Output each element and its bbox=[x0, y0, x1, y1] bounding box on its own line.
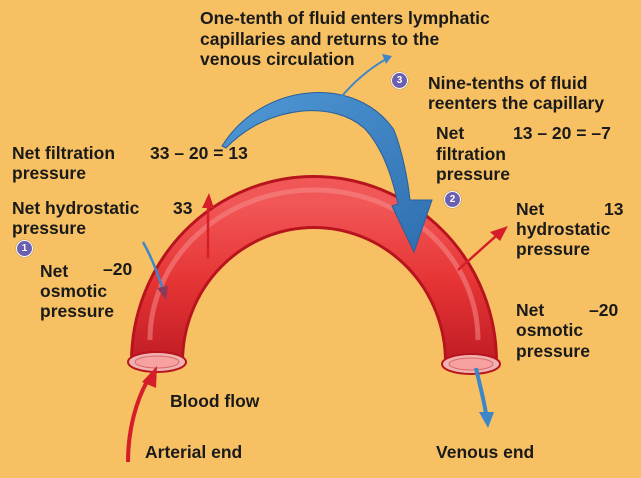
venous-hydrostatic-value: 13 bbox=[604, 199, 624, 219]
blood-flow-in-arrow bbox=[126, 376, 151, 463]
blood-flow-in-arrowhead bbox=[142, 366, 157, 388]
reabsorption-arrow-body bbox=[221, 92, 433, 254]
venous-hydrostatic-label-line2: hydrostatic bbox=[516, 219, 611, 239]
lymphatic-arrowhead bbox=[382, 54, 392, 64]
arterial-hydrostatic-label-line2: pressure bbox=[12, 218, 86, 238]
lymphatic-arrow bbox=[341, 57, 389, 97]
venous-nfp-label-line3: pressure bbox=[436, 164, 510, 184]
step-3-badge: 3 bbox=[391, 72, 408, 89]
venous-end-label: Venous end bbox=[436, 442, 535, 462]
arterial-nfp-label-line2: pressure bbox=[12, 163, 86, 183]
arterial-hydrostatic-value: 33 bbox=[173, 198, 193, 218]
arterial-osmotic-label-line2: osmotic bbox=[40, 281, 108, 301]
filtration-out-arrowhead bbox=[202, 193, 214, 208]
venous-end-lumen bbox=[448, 357, 494, 371]
lymph-text-line3: venous circulation bbox=[200, 49, 355, 69]
venous-hydrostatic-label-line3: pressure bbox=[516, 239, 590, 259]
arterial-osmotic-label-line3: pressure bbox=[40, 301, 114, 321]
arterial-end-lumen bbox=[134, 355, 180, 369]
blood-flow-out-arrow bbox=[474, 367, 488, 415]
capillary-vessel bbox=[133, 178, 495, 363]
arterial-hydrostatic-label-line1: Net hydrostatic bbox=[12, 198, 140, 218]
osmotic-in-arrowhead bbox=[157, 286, 168, 300]
arterial-osmotic-label-line1: Net bbox=[40, 261, 69, 281]
arterial-osmotic-value: –20 bbox=[103, 259, 133, 279]
hydrostatic-out-arrow bbox=[457, 235, 497, 271]
osmotic-in-arrow bbox=[141, 241, 165, 291]
venous-nfp-label-line2: filtration bbox=[436, 144, 506, 164]
venous-hydrostatic-label-line1: Net bbox=[516, 199, 545, 219]
venous-osmotic-label-line3: pressure bbox=[516, 341, 590, 361]
reenter-text-line1: Nine-tenths of fluid bbox=[428, 73, 588, 93]
arterial-end-label: Arterial end bbox=[145, 442, 243, 462]
arterial-nfp-value: 33 – 20 = 13 bbox=[150, 143, 248, 163]
step-1-badge: 1 bbox=[16, 240, 33, 257]
venous-osmotic-label-line1: Net bbox=[516, 300, 545, 320]
step-2-badge: 2 bbox=[444, 191, 461, 208]
blood-flow-out-arrowhead bbox=[479, 412, 494, 428]
venous-nfp-value: 13 – 20 = –7 bbox=[513, 123, 611, 143]
reenter-text-line2: reenters the capillary bbox=[428, 93, 605, 113]
venous-osmotic-value: –20 bbox=[589, 300, 619, 320]
hydrostatic-out-arrowhead bbox=[490, 226, 508, 241]
capillary-highlight bbox=[147, 187, 481, 341]
venous-osmotic-label-line2: osmotic bbox=[516, 320, 584, 340]
venous-nfp-label-line1: Net bbox=[436, 123, 465, 143]
lymph-text-line2: capillaries and returns to the bbox=[200, 29, 440, 49]
blood-flow-label: Blood flow bbox=[170, 391, 260, 411]
lymph-text-line1: One-tenth of fluid enters lymphatic bbox=[200, 8, 490, 28]
arterial-nfp-label-line1: Net filtration bbox=[12, 143, 116, 163]
